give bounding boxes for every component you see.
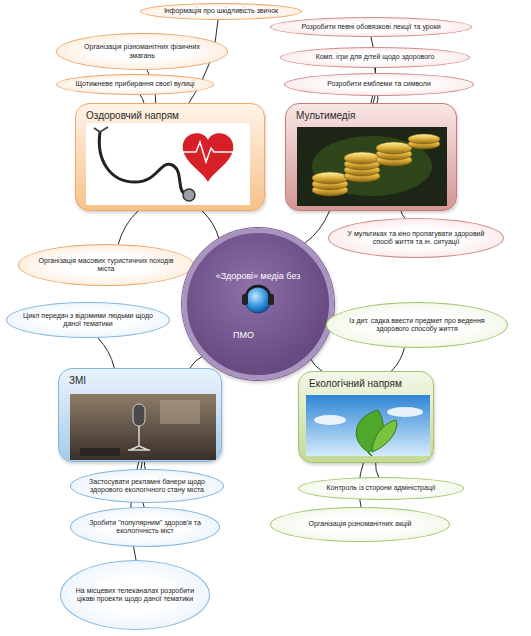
idea-oval: Щотижневе прибирання своєї вулиці (56, 74, 214, 95)
headband (246, 286, 270, 298)
idea-oval: Зробити "популярним" здоров'я та екологі… (70, 507, 220, 547)
branch-connector (140, 95, 144, 103)
globe (245, 287, 271, 313)
idea-oval: Організація різноманітних акцій (270, 507, 450, 542)
branch-title: Оздоровчий напрям (86, 110, 254, 121)
picture-frame (297, 127, 447, 206)
idea-text: Застосувати рекламні банери щодо здорово… (85, 478, 209, 495)
earcup (268, 294, 274, 305)
leaf (356, 410, 383, 452)
stethoscope-ears (94, 127, 108, 132)
discs-picture (297, 127, 447, 206)
idea-oval: Організація масових туристичних походів … (18, 244, 194, 286)
idea-oval: Розробити емблеми та символи (284, 73, 474, 96)
branch-box: Мультимедія (285, 103, 457, 211)
idea-oval: Інформація про шкідливість звичок (140, 3, 302, 20)
central-title: «Здорові» медіа без (187, 271, 329, 281)
idea-oval: Організація різноманітних фізичних змага… (56, 33, 228, 70)
idea-oval: Контроль із сторони адміністрації (298, 477, 464, 500)
cloud (387, 407, 423, 417)
mic-stand (128, 426, 150, 450)
stethoscope-tube (99, 132, 186, 194)
pulse-line (183, 142, 233, 162)
idea-text: Цикл передач з відомими людьми щодо дано… (21, 312, 155, 329)
idea-text: Щотижневе прибирання своєї вулиці (75, 80, 194, 88)
branch-connector (202, 211, 219, 239)
branch-connector (144, 462, 146, 469)
desk (80, 448, 120, 456)
idea-text: Контроль із сторони адміністрації (327, 484, 436, 492)
branch-connector (311, 359, 323, 371)
branch-title: Екологічний напрям (309, 378, 423, 389)
branch-connector (377, 96, 379, 103)
idea-text: Зробити "популярним" здоров'я та екологі… (85, 519, 205, 536)
idea-oval: На місцевих телеканалах розробити цікаві… (60, 560, 210, 630)
earcup (242, 294, 248, 305)
cloud (314, 415, 346, 425)
idea-text: Організація різноманітних фізичних змага… (71, 43, 213, 60)
branch-connector (401, 211, 405, 218)
idea-text: Організація масових туристичних походів … (33, 257, 179, 274)
branch-connector (376, 463, 379, 477)
chest-piece (183, 189, 195, 201)
idea-text: Організація різноманітних акцій (309, 520, 412, 528)
branch-box: Екологічний напрям (298, 371, 434, 463)
idea-text: Інформація про шкідливість звичок (164, 7, 278, 15)
microphone-picture (70, 394, 216, 460)
branch-box: ЗМІ (58, 368, 222, 462)
window (160, 400, 200, 424)
stem (368, 452, 372, 456)
idea-text: Розробити певні обовязкові лекції та уро… (301, 23, 440, 31)
idea-text: Комп. ігри для дітей щодо здорового (316, 53, 435, 61)
branch-connector (98, 338, 115, 368)
heart-picture (86, 123, 250, 205)
idea-oval: Комп. ігри для дітей щодо здорового (280, 47, 470, 68)
branch-title: Мультимедія (296, 110, 446, 121)
microphone (133, 404, 145, 426)
idea-text: У мультиках та кіно пропагувати здоровий… (343, 230, 489, 247)
idea-text: Із дит. садка ввести предмет про ведення… (341, 317, 493, 334)
picture-frame (86, 123, 250, 205)
branch-connector (118, 211, 138, 244)
leaf (372, 420, 397, 452)
branch-box: Оздоровчий напрям (75, 103, 265, 211)
central-title: ПМО (233, 330, 254, 340)
idea-oval: Застосувати рекламні банери щодо здорово… (70, 469, 224, 503)
branch-title: ЗМІ (69, 375, 211, 386)
idea-text: Розробити емблеми та символи (327, 80, 431, 88)
idea-text: На місцевих телеканалах розробити цікаві… (75, 587, 195, 604)
idea-oval: У мультиках та кіно пропагувати здоровий… (328, 218, 504, 258)
idea-oval: Розробити певні обовязкові лекції та уро… (270, 17, 472, 37)
central-circle: «Здорові» медіа безПМО (182, 228, 334, 380)
branch-connector (304, 211, 329, 244)
heart (183, 133, 234, 182)
idea-oval: Із дит. садка ввести предмет про ведення… (326, 302, 508, 348)
glow (312, 136, 432, 196)
branch-connector (392, 348, 405, 371)
branch-connector (190, 356, 203, 368)
picture-frame (306, 395, 430, 456)
picture-frame (70, 394, 216, 460)
globe-icon (242, 286, 274, 313)
disc-stack (312, 134, 440, 196)
idea-oval: Цикл передач з відомими людьми щодо дано… (6, 302, 170, 338)
leaf-picture (306, 395, 430, 456)
